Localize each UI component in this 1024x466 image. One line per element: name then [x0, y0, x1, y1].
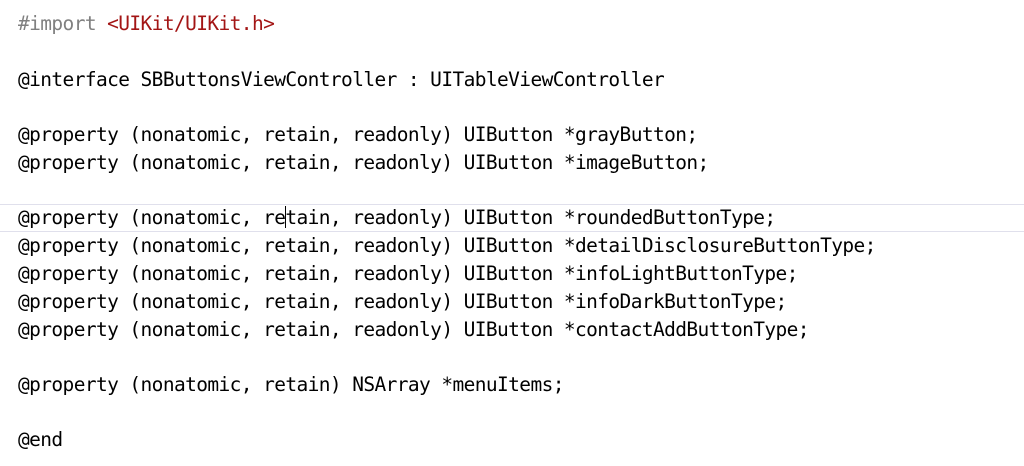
code-line-property-gray-button[interactable]: @property (nonatomic, retain, readonly) … — [18, 123, 698, 146]
import-directive: #import — [18, 12, 97, 35]
code-line-property-contact-add-button-type[interactable]: @property (nonatomic, retain, readonly) … — [18, 318, 810, 341]
line-text-after-caret: tain, readonly) UIButton *roundedButtonT… — [285, 206, 776, 229]
line-text-before-caret: @property (nonatomic, re — [18, 206, 286, 229]
code-line-property-rounded-button-type[interactable]: @property (nonatomic, retain, readonly) … — [18, 204, 776, 231]
code-line-property-detail-disclosure-button-type[interactable]: @property (nonatomic, retain, readonly) … — [18, 234, 876, 257]
import-space — [96, 12, 107, 35]
code-line-import[interactable]: #import <UIKit/UIKit.h> — [18, 10, 275, 37]
code-line-property-image-button[interactable]: @property (nonatomic, retain, readonly) … — [18, 151, 709, 174]
code-line-end[interactable]: @end — [18, 428, 63, 451]
code-line-property-info-dark-button-type[interactable]: @property (nonatomic, retain, readonly) … — [18, 290, 787, 313]
code-line-property-info-light-button-type[interactable]: @property (nonatomic, retain, readonly) … — [18, 262, 798, 285]
import-path: <UIKit/UIKit.h> — [107, 12, 275, 35]
code-line-interface[interactable]: @interface SBButtonsViewController : UIT… — [18, 68, 665, 91]
current-line-highlight — [0, 204, 1024, 232]
text-caret — [284, 206, 286, 228]
code-line-property-menu-items[interactable]: @property (nonatomic, retain) NSArray *m… — [18, 373, 564, 396]
